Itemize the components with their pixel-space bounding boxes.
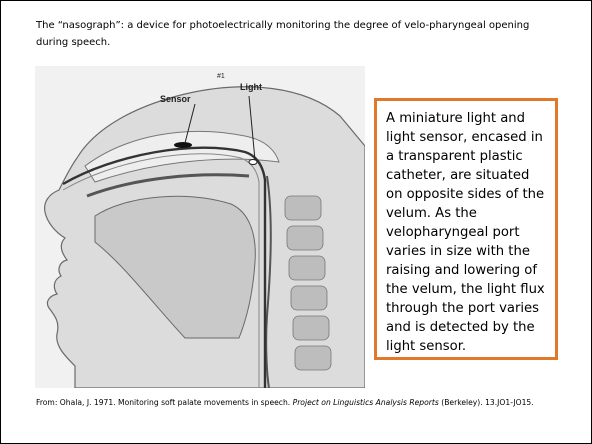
label-light: Light bbox=[240, 82, 262, 92]
light-element bbox=[249, 160, 257, 165]
citation-title: Project on Linguistics Analysis Reports bbox=[293, 398, 439, 407]
sensor-element bbox=[174, 142, 192, 148]
label-figure-number: #1 bbox=[217, 73, 225, 80]
citation-suffix: (Berkeley). 13.JO1-JO15. bbox=[439, 398, 534, 407]
nasograph-figure: Sensor Light #1 bbox=[35, 66, 365, 388]
slide-heading: The “nasograph”: a device for photoelect… bbox=[36, 17, 556, 51]
callout-box: A miniature light and light sensor, enca… bbox=[374, 98, 558, 360]
citation-prefix: From: Ohala, J. 1971. Monitoring soft pa… bbox=[36, 398, 293, 407]
label-sensor: Sensor bbox=[160, 94, 191, 104]
citation: From: Ohala, J. 1971. Monitoring soft pa… bbox=[36, 397, 576, 409]
